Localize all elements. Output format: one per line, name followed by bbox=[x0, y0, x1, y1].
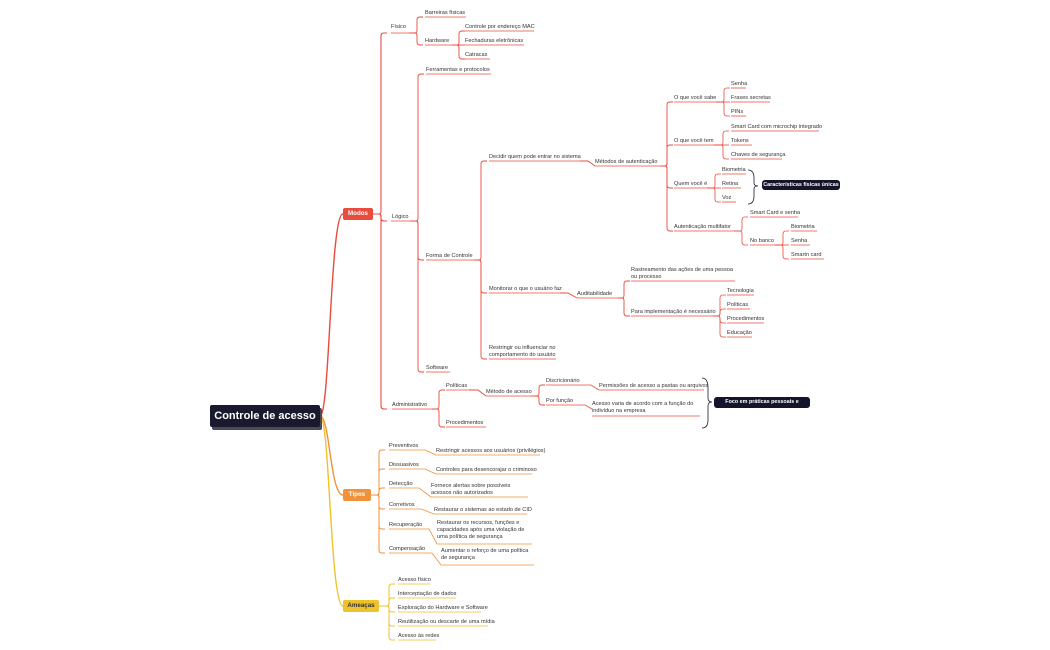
node-hardware[interactable]: Hardware bbox=[425, 38, 450, 44]
node-e-item[interactable]: Voz bbox=[722, 195, 732, 201]
branch-tipos[interactable]: Tipos bbox=[343, 489, 371, 501]
node-barreiras-fisicas[interactable]: Barreiras físicas bbox=[425, 10, 466, 16]
node-tipo-desc[interactable]: Restaurar os recursos, funções e capacid… bbox=[437, 520, 525, 540]
node-banco-item[interactable]: Biometria bbox=[791, 224, 815, 230]
node-banco-item[interactable]: Senha bbox=[791, 238, 808, 244]
node-ameaca[interactable]: Reutilização ou descarte de uma mídia bbox=[398, 619, 495, 625]
node-sabe-item[interactable]: PINs bbox=[731, 109, 744, 115]
node-e-item[interactable]: Retina bbox=[722, 181, 739, 187]
node-auditabilidade[interactable]: Auditabilidade bbox=[577, 291, 613, 297]
node-hardware-item[interactable]: Controle por endereço MAC bbox=[465, 24, 535, 30]
node-forma-controle[interactable]: Forma de Controle bbox=[426, 253, 473, 259]
node-tem-item[interactable]: Smart Card com microchip integrado bbox=[731, 124, 823, 130]
node-impl-item[interactable]: Políticas bbox=[727, 302, 749, 308]
node-ameaca[interactable]: Exploração do Hardware e Software bbox=[398, 605, 488, 611]
node-sabe-item[interactable]: Senha bbox=[731, 81, 748, 87]
node-tipo[interactable]: Compensação bbox=[389, 546, 426, 552]
node-banco-item[interactable]: Smartn card bbox=[791, 252, 822, 258]
node-logico[interactable]: Lógico bbox=[392, 214, 409, 220]
node-impl-item[interactable]: Tecnologia bbox=[727, 288, 754, 294]
node-tipo-desc[interactable]: Aumentar o reforço de uma política de se… bbox=[441, 548, 529, 561]
node-discricionario[interactable]: Discricionário bbox=[546, 378, 580, 384]
callout-caracteristicas[interactable]: Características físicas únicas bbox=[762, 180, 840, 190]
node-hardware-item[interactable]: Fechaduras eletrônicas bbox=[465, 38, 524, 44]
node-tem-item[interactable]: Tokens bbox=[731, 138, 749, 144]
node-implementacao[interactable]: Para implementação é necessário bbox=[631, 309, 716, 315]
node-quem-voce-e[interactable]: Quem você é bbox=[674, 181, 708, 187]
node-acesso-varia[interactable]: Acesso varia de acordo com a função do i… bbox=[592, 401, 694, 414]
node-ameaca[interactable]: Acesso físico bbox=[398, 577, 431, 583]
node-ferramentas[interactable]: Ferramentas e protocolos bbox=[426, 67, 490, 73]
node-tipo-desc[interactable]: Restaurar o sistemas ao estado de CID bbox=[434, 507, 532, 513]
branch-modos[interactable]: Modos bbox=[343, 208, 373, 220]
root-topic[interactable]: Controle de acesso bbox=[210, 405, 320, 427]
node-tipo[interactable]: Corretivos bbox=[389, 502, 415, 508]
node-tipo-desc[interactable]: Controles para desencorajar o criminoso bbox=[436, 467, 537, 473]
node-permissoes[interactable]: Permissões de acesso a pastas ou arquivo… bbox=[599, 383, 709, 389]
node-tem-item[interactable]: Chaves de segurança bbox=[731, 152, 786, 158]
node-ameaca[interactable]: Acesso às redes bbox=[398, 633, 440, 639]
node-sabe-item[interactable]: Frases secretas bbox=[731, 95, 771, 101]
node-tipo[interactable]: Detecção bbox=[389, 481, 413, 487]
node-fisico[interactable]: Físico bbox=[391, 24, 406, 30]
node-tipo[interactable]: Preventivos bbox=[389, 443, 419, 449]
node-e-item[interactable]: Biometria bbox=[722, 167, 746, 173]
node-politicas[interactable]: Políticas bbox=[446, 383, 468, 389]
node-metodos-autenticacao[interactable]: Métodos de autenticação bbox=[595, 159, 658, 165]
node-procedimentos[interactable]: Procedimentos bbox=[446, 420, 484, 426]
node-o-que-tem[interactable]: O que você tem bbox=[674, 138, 714, 144]
node-o-que-sabe[interactable]: O que você sabe bbox=[674, 95, 717, 101]
node-software[interactable]: Software bbox=[426, 365, 449, 371]
node-ameaca[interactable]: Interceptação de dados bbox=[398, 591, 457, 597]
node-tipo-desc[interactable]: Fornece alertas sobre possíveis acessos … bbox=[431, 483, 511, 496]
node-restringir[interactable]: Restringir ou influenciar no comportamen… bbox=[489, 345, 556, 358]
node-smart-card-senha[interactable]: Smart Card e senha bbox=[750, 210, 801, 216]
node-decidir[interactable]: Decidir quem pode entrar no sistema bbox=[489, 154, 581, 160]
node-por-funcao[interactable]: Por função bbox=[546, 398, 574, 404]
node-multifator[interactable]: Autenticação multifator bbox=[674, 224, 731, 230]
callout-foco-praticas[interactable]: Foco em práticas pessoais e negócios bbox=[714, 397, 810, 416]
node-monitorar[interactable]: Monitorar o que o usuário faz bbox=[489, 286, 562, 292]
node-metodo-acesso[interactable]: Método de acesso bbox=[486, 389, 532, 395]
node-tipo-desc[interactable]: Restringir acessos aos usuários (privilé… bbox=[436, 448, 546, 454]
branch-ameacas[interactable]: Ameaças bbox=[343, 600, 379, 612]
node-impl-item[interactable]: Educação bbox=[727, 330, 752, 336]
node-hardware-item[interactable]: Catracas bbox=[465, 52, 488, 58]
node-no-banco[interactable]: No banco bbox=[750, 238, 774, 244]
node-tipo[interactable]: Recuperação bbox=[389, 522, 423, 528]
node-impl-item[interactable]: Procedimentos bbox=[727, 316, 765, 322]
node-administrativo[interactable]: Administrativo bbox=[392, 402, 428, 408]
node-tipo[interactable]: Dissuasivos bbox=[389, 462, 419, 468]
node-rastreamento[interactable]: Rastreamento das ações de uma pessoa ou … bbox=[631, 267, 733, 280]
